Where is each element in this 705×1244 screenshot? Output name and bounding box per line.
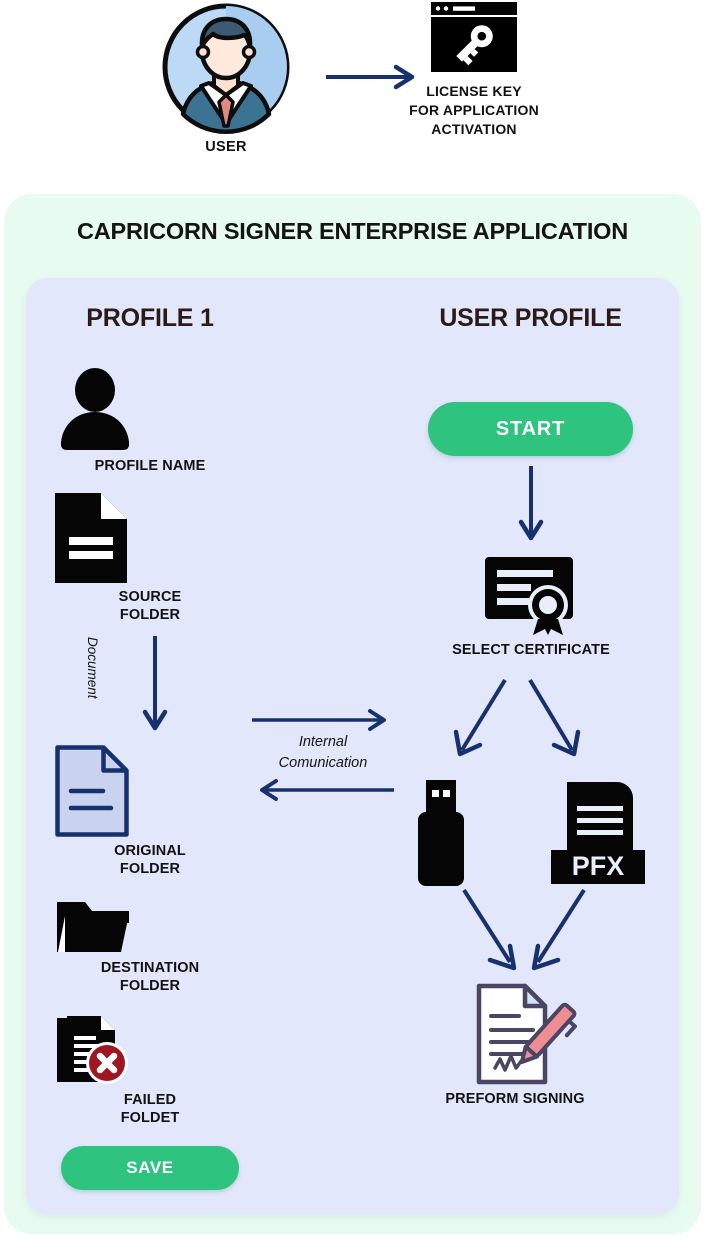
user-node: USER [152, 2, 300, 157]
original-folder-node[interactable]: ORIGINAL FOLDER [55, 745, 245, 878]
certificate-branch-arrows-icon [440, 676, 630, 768]
start-to-certificate-arrow-icon [508, 464, 554, 550]
top-activation-section: USER [0, 0, 705, 190]
right-column-heading: USER PROFILE [439, 304, 622, 332]
select-certificate-label: SELECT CERTIFICATE [452, 642, 610, 658]
internal-communication-label: Internal Comunication [248, 732, 398, 774]
failed-folder-line-2: FOLDET [120, 1110, 180, 1127]
failed-document-icon [55, 1014, 245, 1086]
source-folder-label: SOURCE FOLDER [55, 588, 245, 624]
license-label-line-2: FOR APPLICATION [409, 101, 539, 118]
usb-token-node[interactable] [406, 780, 476, 886]
document-arrow-label: Document [85, 637, 100, 699]
destination-folder-node[interactable]: DESTINATION FOLDER [55, 900, 245, 995]
user-avatar-icon [161, 2, 291, 134]
folder-black-icon [55, 900, 245, 954]
page-title: CAPRICORN SIGNER ENTERPRISE APPLICATION [76, 218, 629, 244]
person-silhouette-icon [55, 368, 245, 452]
profile-name-label: PROFILE NAME [94, 458, 206, 474]
internal-communication-arrows [248, 706, 398, 802]
save-button[interactable]: SAVE [61, 1146, 239, 1190]
internal-comm-line-2: Comunication [278, 755, 368, 772]
failed-folder-node[interactable]: FAILED FOLDET [55, 1014, 245, 1127]
pfx-file-icon: PFX [549, 780, 647, 886]
license-label-line-1: LICENSE KEY [426, 83, 522, 99]
document-signing-pen-icon [459, 983, 577, 1085]
original-folder-line-2: FOLDER [119, 861, 181, 878]
select-certificate-node[interactable]: SELECT CERTIFICATE [430, 557, 632, 659]
pfx-file-node[interactable]: PFX [548, 780, 648, 886]
start-button[interactable]: START [428, 402, 633, 456]
document-black-icon [55, 493, 245, 583]
usb-drive-icon [416, 780, 466, 886]
source-folder-node[interactable]: SOURCE FOLDER [55, 493, 245, 624]
destination-folder-line-1: DESTINATION [100, 960, 200, 976]
left-column-heading: PROFILE 1 [86, 304, 214, 332]
document-outline-icon [55, 745, 245, 837]
certificate-icon [485, 557, 577, 635]
failed-folder-label: FAILED FOLDET [55, 1091, 245, 1127]
signing-converge-arrows-icon [442, 886, 622, 980]
source-folder-line-1: SOURCE [118, 589, 182, 605]
original-folder-line-1: ORIGINAL [114, 843, 186, 859]
preform-signing-node[interactable]: PREFORM SIGNING [414, 983, 616, 1108]
license-key-node-label: LICENSE KEY FOR APPLICATION ACTIVATION [398, 82, 550, 139]
source-folder-line-2: FOLDER [119, 607, 181, 624]
arrow-right-icon [324, 62, 420, 92]
document-flow-arrow-icon [110, 632, 200, 742]
preform-signing-label: PREFORM SIGNING [445, 1091, 585, 1107]
license-key-node: LICENSE KEY FOR APPLICATION ACTIVATION [398, 2, 550, 139]
profile-name-node[interactable]: PROFILE NAME [55, 368, 245, 475]
failed-folder-line-1: FAILED [123, 1092, 177, 1108]
user-node-label: USER [205, 139, 247, 155]
license-label-line-3: ACTIVATION [431, 120, 517, 137]
license-key-window-icon [431, 2, 517, 72]
original-folder-label: ORIGINAL FOLDER [55, 842, 245, 878]
internal-comm-line-1: Internal [298, 734, 348, 750]
destination-folder-line-2: FOLDER [119, 978, 181, 995]
pfx-file-label: PFX [572, 851, 625, 881]
destination-folder-label: DESTINATION FOLDER [55, 959, 245, 995]
